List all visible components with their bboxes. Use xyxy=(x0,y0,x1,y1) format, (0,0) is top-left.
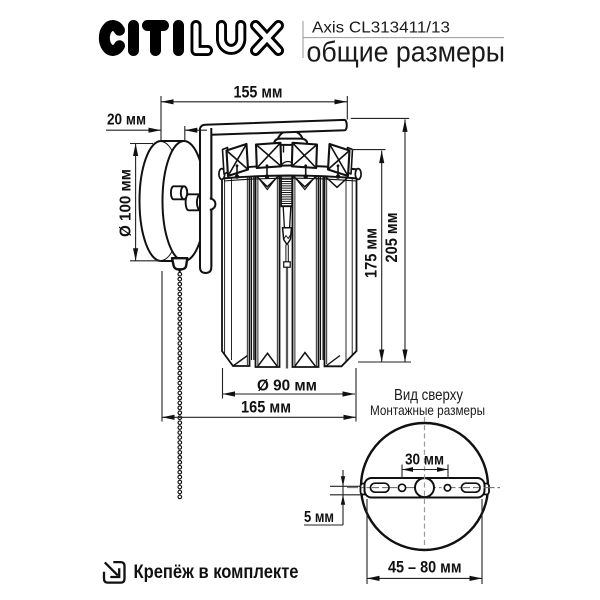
svg-text:Ø 100 мм: Ø 100 мм xyxy=(118,169,135,237)
svg-text:20 мм: 20 мм xyxy=(107,111,146,128)
svg-text:155 мм: 155 мм xyxy=(234,84,283,102)
svg-text:Монтажные размеры: Монтажные размеры xyxy=(370,402,485,418)
svg-text:205 мм: 205 мм xyxy=(382,213,401,263)
svg-text:Axis CL313411/13: Axis CL313411/13 xyxy=(312,19,450,36)
svg-text:175 мм: 175 мм xyxy=(362,228,381,278)
svg-text:5 мм: 5 мм xyxy=(304,509,334,526)
svg-text:общие размеры: общие размеры xyxy=(307,37,506,69)
svg-text:Вид сверху: Вид сверху xyxy=(394,387,463,404)
svg-text:30 мм: 30 мм xyxy=(405,451,444,468)
svg-text:Крепёж в комплекте: Крепёж в комплекте xyxy=(134,562,299,583)
svg-text:45 – 80 мм: 45 – 80 мм xyxy=(388,557,462,576)
svg-text:165 мм: 165 мм xyxy=(241,397,291,416)
svg-text:Ø 90 мм: Ø 90 мм xyxy=(257,378,317,395)
